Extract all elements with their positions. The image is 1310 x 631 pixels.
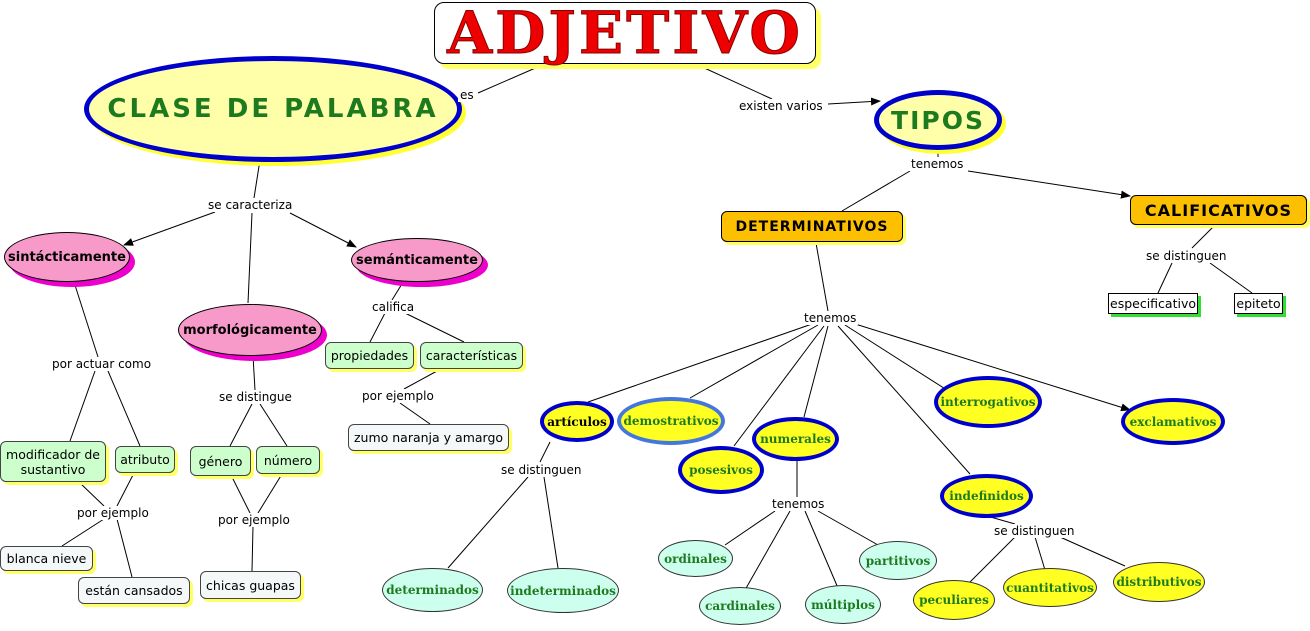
node-label: cardinales: [705, 599, 775, 613]
link-tenemos-det: tenemos: [802, 311, 859, 325]
link-se-distingue: se distingue: [217, 390, 294, 404]
node-label: atributo: [120, 452, 170, 467]
node-label: indeterminados: [510, 583, 616, 598]
node-demostrativos[interactable]: demostrativos: [617, 397, 725, 445]
link-se-distinguen-indef: se distinguen: [992, 524, 1077, 538]
link-por-ejemplo-sem: por ejemplo: [360, 389, 436, 403]
node-multiplos[interactable]: múltiplos: [805, 585, 881, 624]
node-label: número: [263, 452, 313, 468]
node-label: ordinales: [664, 551, 727, 566]
node-label: demostrativos: [623, 414, 719, 428]
node-cuantitativos[interactable]: cuantitativos: [1003, 568, 1097, 607]
node-label: especificativo: [1110, 296, 1196, 311]
node-interrogativos[interactable]: interrogativos: [934, 376, 1042, 428]
node-semanticamente[interactable]: semánticamente: [351, 238, 483, 282]
title-text: ADJETIVO: [447, 0, 803, 68]
node-label: chicas guapas: [206, 577, 295, 593]
link-se-distinguen-art: se distinguen: [499, 463, 584, 477]
link-es: es: [458, 88, 476, 102]
link-por-ejemplo-sint: por ejemplo: [75, 506, 151, 520]
node-label: zumo naranja y amargo: [353, 430, 504, 445]
node-label: DETERMINATIVOS: [735, 218, 889, 235]
node-label: sintácticamente: [8, 249, 126, 265]
node-epiteto[interactable]: epiteto: [1234, 293, 1283, 314]
node-label: TIPOS: [891, 105, 985, 135]
link-por-actuar-como: por actuar como: [50, 357, 154, 371]
node-exclamativos[interactable]: exclamativos: [1121, 398, 1225, 445]
link-se-caracteriza: se caracteriza: [206, 198, 295, 212]
node-chicas-guapas[interactable]: chicas guapas: [200, 571, 301, 599]
node-label: indefinidos: [949, 489, 1024, 503]
node-label: CLASE DE PALABRA: [107, 94, 439, 124]
node-numerales[interactable]: numerales: [752, 417, 839, 461]
node-label: blanca nieve: [6, 551, 87, 566]
node-genero[interactable]: género: [190, 446, 251, 476]
node-label: propiedades: [330, 348, 409, 363]
node-indeterminados[interactable]: indeterminados: [507, 568, 619, 613]
node-label: CALIFICATIVOS: [1144, 200, 1293, 220]
node-label: semánticamente: [356, 252, 478, 268]
node-label: distributivos: [1116, 575, 1202, 589]
node-sintacticamente[interactable]: sintácticamente: [4, 232, 130, 282]
link-existen-varios: existen varios: [737, 99, 825, 113]
node-label: numerales: [760, 432, 831, 446]
node-calificativos[interactable]: CALIFICATIVOS: [1130, 195, 1307, 225]
node-label: cuantitativos: [1006, 580, 1094, 595]
node-label: múltiplos: [811, 597, 875, 612]
node-peculiares[interactable]: peculiares: [913, 580, 995, 620]
node-clase-de-palabra[interactable]: CLASE DE PALABRA: [84, 56, 462, 162]
node-label: interrogativos: [940, 395, 1036, 409]
node-label: epiteto: [1236, 296, 1281, 311]
node-label: peculiares: [919, 593, 989, 607]
node-cardinales[interactable]: cardinales: [699, 587, 781, 625]
node-zumo-naranja-y-amargo[interactable]: zumo naranja y amargo: [348, 424, 509, 451]
link-se-distinguen-calif: se distinguen: [1144, 249, 1229, 263]
node-caracteristicas[interactable]: características: [420, 342, 523, 369]
node-determinados[interactable]: determinados: [382, 568, 483, 612]
node-label: morfológicamente: [183, 322, 317, 338]
title-adjetivo[interactable]: ADJETIVO: [434, 0, 816, 68]
node-tipos[interactable]: TIPOS: [874, 90, 1002, 150]
node-label: artículos: [547, 414, 607, 429]
node-determinativos[interactable]: DETERMINATIVOS: [721, 211, 903, 242]
node-atributo[interactable]: atributo: [115, 446, 175, 473]
node-label: modificador de sustantivo: [6, 446, 100, 477]
node-posesivos[interactable]: posesivos: [678, 446, 764, 494]
node-distributivos[interactable]: distributivos: [1113, 562, 1205, 602]
node-label: determinados: [386, 583, 479, 597]
node-articulos[interactable]: artículos: [540, 401, 614, 442]
node-estan-cansados[interactable]: están cansados: [78, 577, 190, 604]
node-indefinidos[interactable]: indefinidos: [940, 474, 1033, 518]
link-tenemos-tipos: tenemos: [909, 157, 966, 171]
node-label: están cansados: [85, 583, 183, 598]
node-partitivos[interactable]: partitivos: [859, 541, 937, 580]
node-numero[interactable]: número: [256, 446, 320, 474]
node-blanca-nieve[interactable]: blanca nieve: [0, 546, 93, 571]
node-especificativo[interactable]: especificativo: [1108, 293, 1198, 314]
node-label: características: [425, 348, 518, 363]
node-propiedades[interactable]: propiedades: [325, 342, 414, 369]
link-califica: califica: [370, 300, 417, 314]
node-label: género: [198, 453, 243, 469]
node-ordinales[interactable]: ordinales: [658, 540, 733, 577]
node-morfologicamente[interactable]: morfológicamente: [178, 304, 322, 356]
node-label: exclamativos: [1129, 414, 1217, 429]
link-por-ejemplo-morf: por ejemplo: [216, 513, 292, 527]
node-label: partitivos: [865, 553, 931, 568]
node-label: posesivos: [689, 463, 753, 477]
node-modificador-de-sustantivo[interactable]: modificador de sustantivo: [0, 441, 106, 482]
link-tenemos-num: tenemos: [770, 497, 827, 511]
